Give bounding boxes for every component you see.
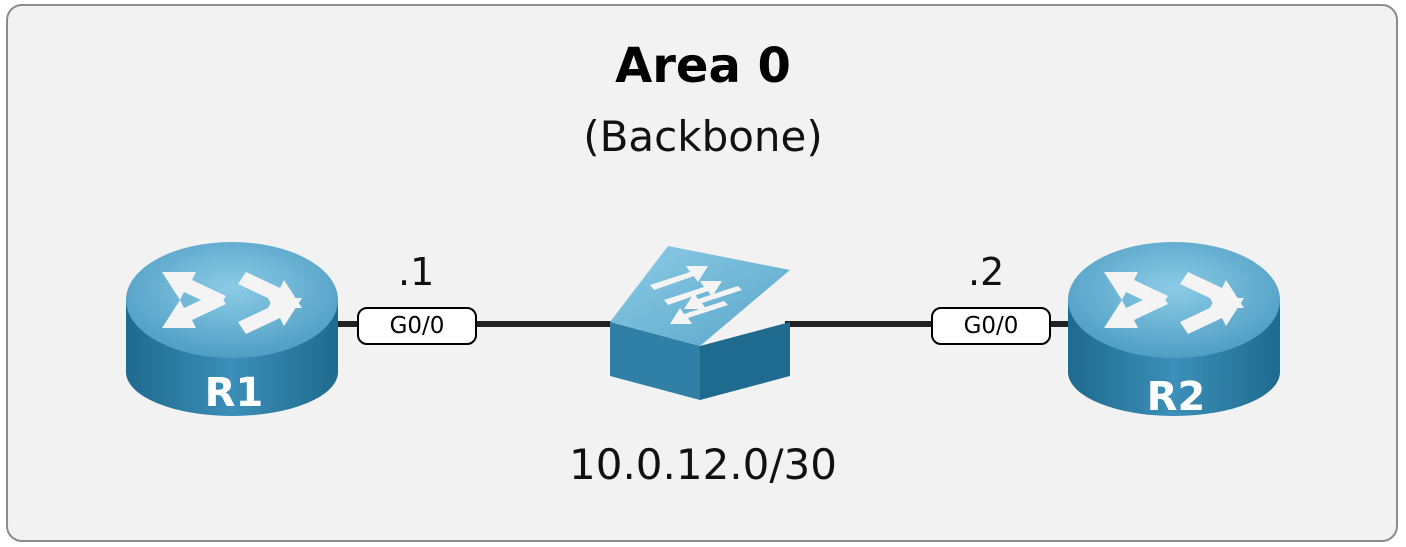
router-r1-label: R1 — [205, 370, 264, 416]
router-r2-icon — [1068, 242, 1280, 416]
r1-address: .1 — [398, 250, 435, 294]
r2-interface-label: G0/0 — [931, 307, 1051, 345]
router-r2-label: R2 — [1147, 374, 1206, 420]
subnet-label: 10.0.12.0/30 — [569, 440, 837, 489]
router-r1-icon — [126, 242, 338, 416]
r2-address: .2 — [968, 250, 1005, 294]
r1-interface-label: G0/0 — [357, 307, 477, 345]
area-subtitle: (Backbone) — [583, 112, 823, 161]
switch-icon — [610, 246, 790, 400]
area-title: Area 0 — [615, 38, 791, 94]
